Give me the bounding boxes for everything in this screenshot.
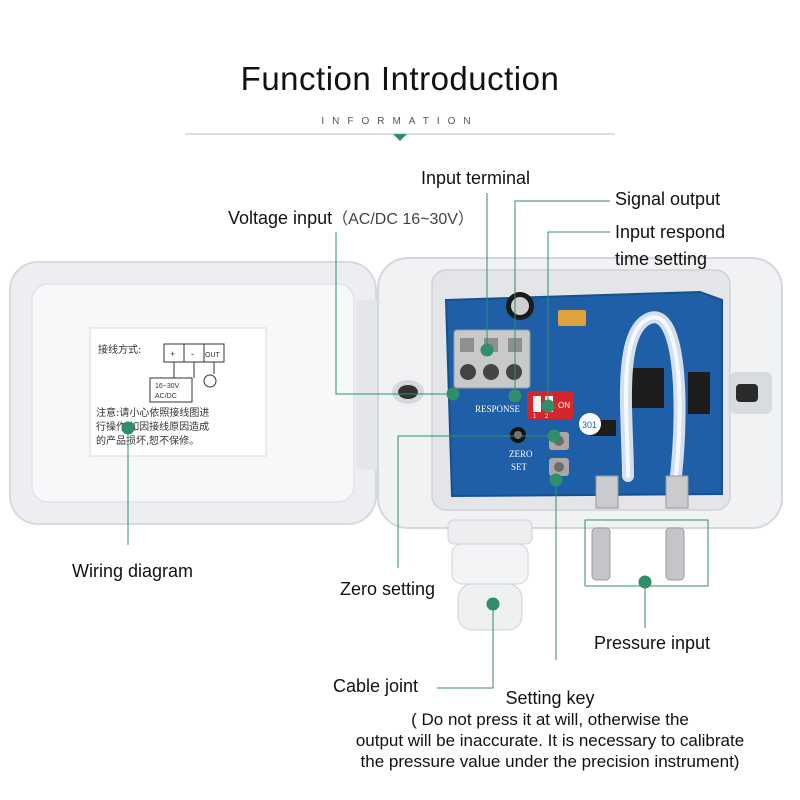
voltage-input-text: Voltage input [228, 208, 333, 228]
supply-label-2: AC/DC [155, 393, 177, 400]
label-voltage-input: Voltage input（AC/DC 16~30V） [228, 208, 474, 230]
setting-key-note-line-3: the pressure value under the precision i… [360, 752, 740, 771]
board-set-label: SET [511, 462, 528, 472]
terminal-out: OUT [205, 352, 221, 359]
warning-line-2: 行操作,如因接线原因造成 [96, 420, 209, 433]
dip-1-label: 1 [533, 414, 537, 420]
leader-lines [127, 193, 709, 689]
board-response-label: RESPONSE [475, 404, 521, 414]
terminal-minus: - [191, 349, 194, 359]
terminal-plus: + [170, 349, 175, 359]
label-input-respond-line-2: time setting [615, 249, 708, 269]
wiring-label: 接线方式: [98, 343, 141, 356]
label-setting-key: Setting key [505, 688, 595, 708]
marker-dots [121, 343, 652, 611]
page-subtitle: INFORMATION [321, 116, 479, 127]
page-title: Function Introduction [240, 60, 560, 97]
warning-line-1: 注意:请小心依照接线图进 [96, 406, 209, 419]
label-signal-output: Signal output [615, 189, 721, 209]
dip-2-label: 2 [545, 414, 549, 420]
divider-arrow-icon [393, 134, 407, 141]
label-pressure-input: Pressure input [594, 633, 711, 653]
setting-key-note: Setting key ( Do not press it at will, o… [300, 688, 800, 772]
wiring-diagram-card: 接线方式: + - OUT 16~30V AC/DC 注意:请小心依照接线图进 … [89, 327, 267, 457]
board-zero-label: ZERO [509, 449, 533, 459]
label-input-respond-line-1: Input respond [615, 222, 726, 242]
pressure-nozzles [591, 527, 685, 581]
voltage-input-spec: （AC/DC 16~30V） [332, 211, 474, 228]
setting-key-note-line-1: ( Do not press it at will, otherwise the [411, 710, 689, 729]
supply-label-1: 16~30V [155, 383, 180, 390]
board-sticker: 301 [582, 420, 597, 430]
warning-line-3: 的产品损坏,恕不保修。 [96, 434, 199, 447]
dip-on-label: ON [558, 401, 570, 410]
setting-key-note-line-2: output will be inaccurate. It is necessa… [355, 731, 745, 750]
label-zero-setting: Zero setting [340, 579, 436, 599]
label-cable-joint: Cable joint [333, 676, 419, 696]
label-input-terminal: Input terminal [421, 168, 531, 188]
cable-gland [447, 519, 533, 631]
label-wiring-diagram: Wiring diagram [72, 561, 194, 581]
